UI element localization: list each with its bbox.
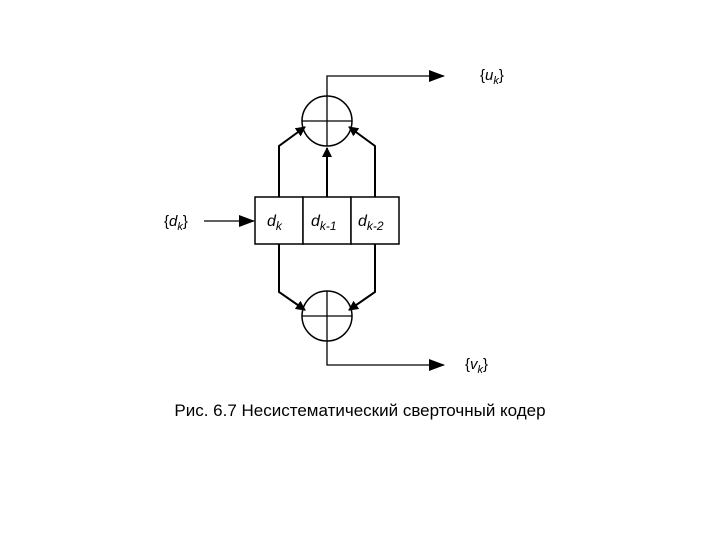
shift-register: dk dk-1 dk-2 [254, 196, 400, 245]
input-label: {dk} [164, 213, 188, 233]
register-cell-2-label: dk-2 [358, 213, 384, 233]
bottom-adder [301, 290, 353, 342]
register-cell-1-label: dk-1 [311, 213, 337, 233]
wire-dk2-to-top-adder [348, 126, 376, 197]
register-cell-0-label: dk [267, 213, 283, 233]
top-adder [301, 95, 353, 147]
wire-dk-to-bottom-adder [278, 244, 306, 311]
bottom-output-arrow [326, 341, 445, 371]
output-top-label: {uk} [480, 67, 504, 87]
register-cell-1 [302, 196, 352, 245]
wire-dk-to-top-adder [278, 126, 306, 197]
top-output-arrow [326, 70, 445, 96]
wire-dk2-to-bottom-adder [348, 244, 376, 311]
output-bottom-label: {vk} [465, 356, 488, 376]
figure-caption: Рис. 6.7 Несистематический сверточный ко… [174, 401, 546, 420]
